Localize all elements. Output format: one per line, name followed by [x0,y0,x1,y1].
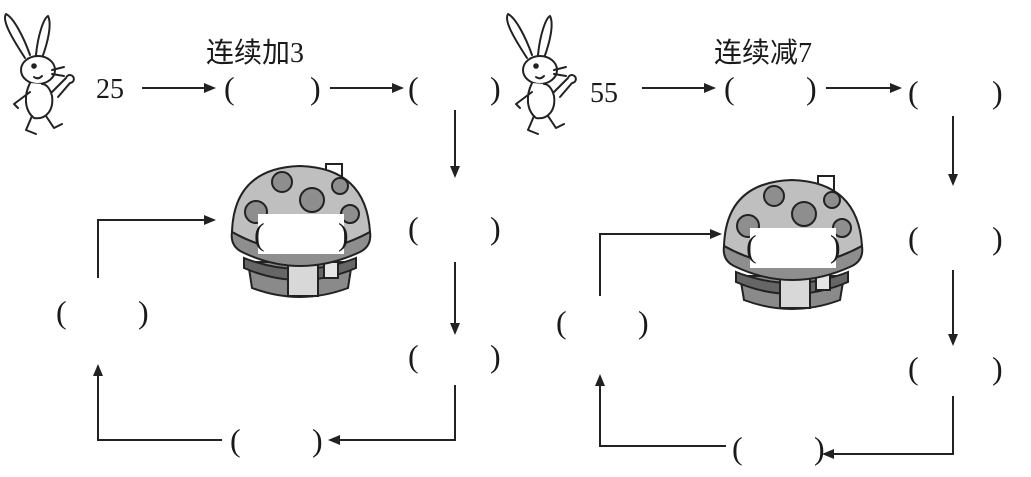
mushroom-house-icon [722,175,864,310]
rule-label: 连续减7 [714,38,813,69]
problem-panel-subtract: 55 连续减7 ( ) ( ) ( ) ( ) ( ) ( ) ( ) [502,0,1017,477]
mushroom-house-icon [230,163,372,298]
rule-label: 连续加3 [206,38,305,69]
problem-panel-add: 25 连续加3 ( ) ( ) ( ) ( ) ( ) ( ) ( ) [0,0,515,477]
start-number: 25 [96,74,124,105]
rabbit-icon [506,13,577,135]
start-number: 55 [590,78,618,109]
rabbit-icon [4,13,75,135]
diagram-art [506,13,958,459]
flow-arrows [93,83,460,445]
flow-arrows [595,83,958,459]
diagram-art [4,13,460,445]
